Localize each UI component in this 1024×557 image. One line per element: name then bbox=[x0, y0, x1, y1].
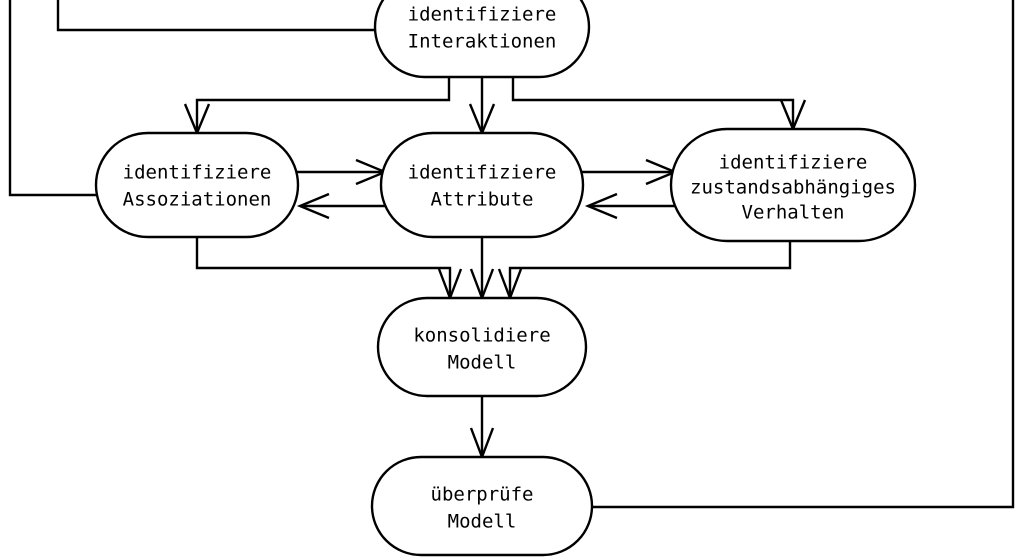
node-shape-assoziationen bbox=[94, 131, 300, 239]
node-shape-konsolidiere bbox=[376, 296, 588, 398]
node-ueberpruefe-modell[interactable]: überprüfe Modell bbox=[370, 455, 594, 557]
node-shape-ueberpruefe bbox=[370, 455, 594, 557]
edge-assoziationen-to-konsolidiere bbox=[195, 236, 452, 296]
node-label-konsolidiere-line2: Modell bbox=[448, 352, 517, 374]
edges-layer bbox=[8, 0, 1015, 509]
node-identifiziere-assoziationen[interactable]: identifiziere Assoziationen bbox=[94, 131, 300, 239]
node-label-verhalten-line1: identifiziere bbox=[719, 152, 868, 174]
node-label-verhalten-line3: Verhalten bbox=[742, 202, 845, 224]
nodes-layer: identifiziere Interaktionen identifizier… bbox=[94, 0, 917, 557]
arrowhead-attribute-to-assoziationen bbox=[296, 192, 330, 220]
edge-verhalten-to-konsolidiere bbox=[508, 238, 792, 296]
edge-ueberpruefe-feedback-right bbox=[592, 0, 1015, 509]
node-label-attribute-line1: identifiziere bbox=[408, 162, 557, 184]
node-konsolidiere-modell[interactable]: konsolidiere Modell bbox=[376, 296, 588, 398]
node-shape-verhalten bbox=[669, 127, 917, 243]
edge-interaktionen-to-verhalten bbox=[511, 76, 795, 127]
arrowhead-verhalten-to-attribute bbox=[584, 192, 618, 220]
node-identifiziere-zustandsabhaengiges-verhalten[interactable]: identifiziere zustandsabhängiges Verhalt… bbox=[669, 127, 917, 243]
edge-interaktionen-to-assoziationen bbox=[195, 76, 451, 131]
node-label-konsolidiere-line1: konsolidiere bbox=[413, 325, 550, 347]
node-label-interaktionen-line2: Interaktionen bbox=[408, 31, 557, 53]
node-label-assoziationen-line2: Assoziationen bbox=[123, 189, 272, 211]
node-label-verhalten-line2: zustandsabhängiges bbox=[690, 177, 896, 199]
node-label-ueberpruefe-line1: überprüfe bbox=[431, 484, 534, 506]
node-identifiziere-interaktionen[interactable]: identifiziere Interaktionen bbox=[373, 0, 591, 79]
node-label-interaktionen-line1: identifiziere bbox=[408, 4, 557, 26]
node-shape-attribute bbox=[379, 131, 585, 239]
node-label-assoziationen-line1: identifiziere bbox=[123, 162, 272, 184]
node-identifiziere-attribute[interactable]: identifiziere Attribute bbox=[379, 131, 585, 239]
edge-assoziationen-feedback-left bbox=[8, 0, 97, 197]
node-label-ueberpruefe-line2: Modell bbox=[448, 511, 517, 533]
node-shape-interaktionen bbox=[373, 0, 591, 79]
node-label-attribute-line2: Attribute bbox=[431, 189, 534, 211]
edge-interaktionen-feedback-top-left bbox=[56, 0, 375, 32]
